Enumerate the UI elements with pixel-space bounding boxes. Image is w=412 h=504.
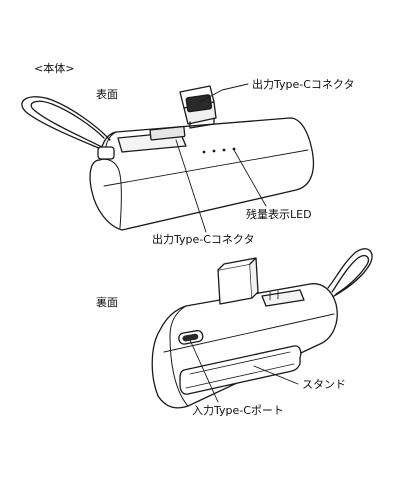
- back-strap: [327, 248, 373, 297]
- callout-battery-led: 残量表示LED: [246, 208, 312, 221]
- leader-output-top: [199, 83, 249, 103]
- callout-input-port: 入力Type-Cポート: [192, 404, 284, 417]
- front-view-label: 表面: [96, 88, 118, 101]
- back-view: [151, 248, 373, 409]
- led-3: [222, 148, 226, 152]
- section-title-main: <本体>: [34, 62, 75, 75]
- led-1: [202, 150, 206, 154]
- callout-stand: スタンド: [302, 378, 346, 391]
- callout-output-connector-bottom: 出力Type-Cコネクタ: [152, 233, 255, 246]
- leader-input-port: [189, 339, 219, 403]
- leader-led: [233, 149, 267, 207]
- back-output-connector: [217, 257, 259, 305]
- led-2: [212, 149, 216, 153]
- front-seam: [103, 149, 309, 187]
- callout-output-connector-top: 出力Type-Cコネクタ: [252, 78, 355, 91]
- front-strap-clip: [97, 146, 115, 160]
- back-stand-edge: [185, 363, 295, 389]
- back-stand: [179, 345, 302, 395]
- front-strap: [21, 96, 111, 153]
- led-4: [232, 147, 236, 151]
- back-strap-inner: [331, 254, 370, 295]
- back-view-label: 裏面: [96, 296, 118, 309]
- front-strap-inner: [30, 100, 105, 149]
- back-input-port-inner: [182, 333, 199, 342]
- leader-stand: [253, 365, 299, 385]
- front-output-connector: [179, 85, 217, 129]
- front-side-band: [99, 158, 122, 229]
- front-connector-stowed: [149, 125, 186, 141]
- back-stand-inner: [189, 351, 291, 375]
- leader-output-bottom: [175, 139, 207, 233]
- back-top-slot: [261, 289, 305, 307]
- front-view: [21, 83, 315, 233]
- back-end-band: [169, 305, 189, 407]
